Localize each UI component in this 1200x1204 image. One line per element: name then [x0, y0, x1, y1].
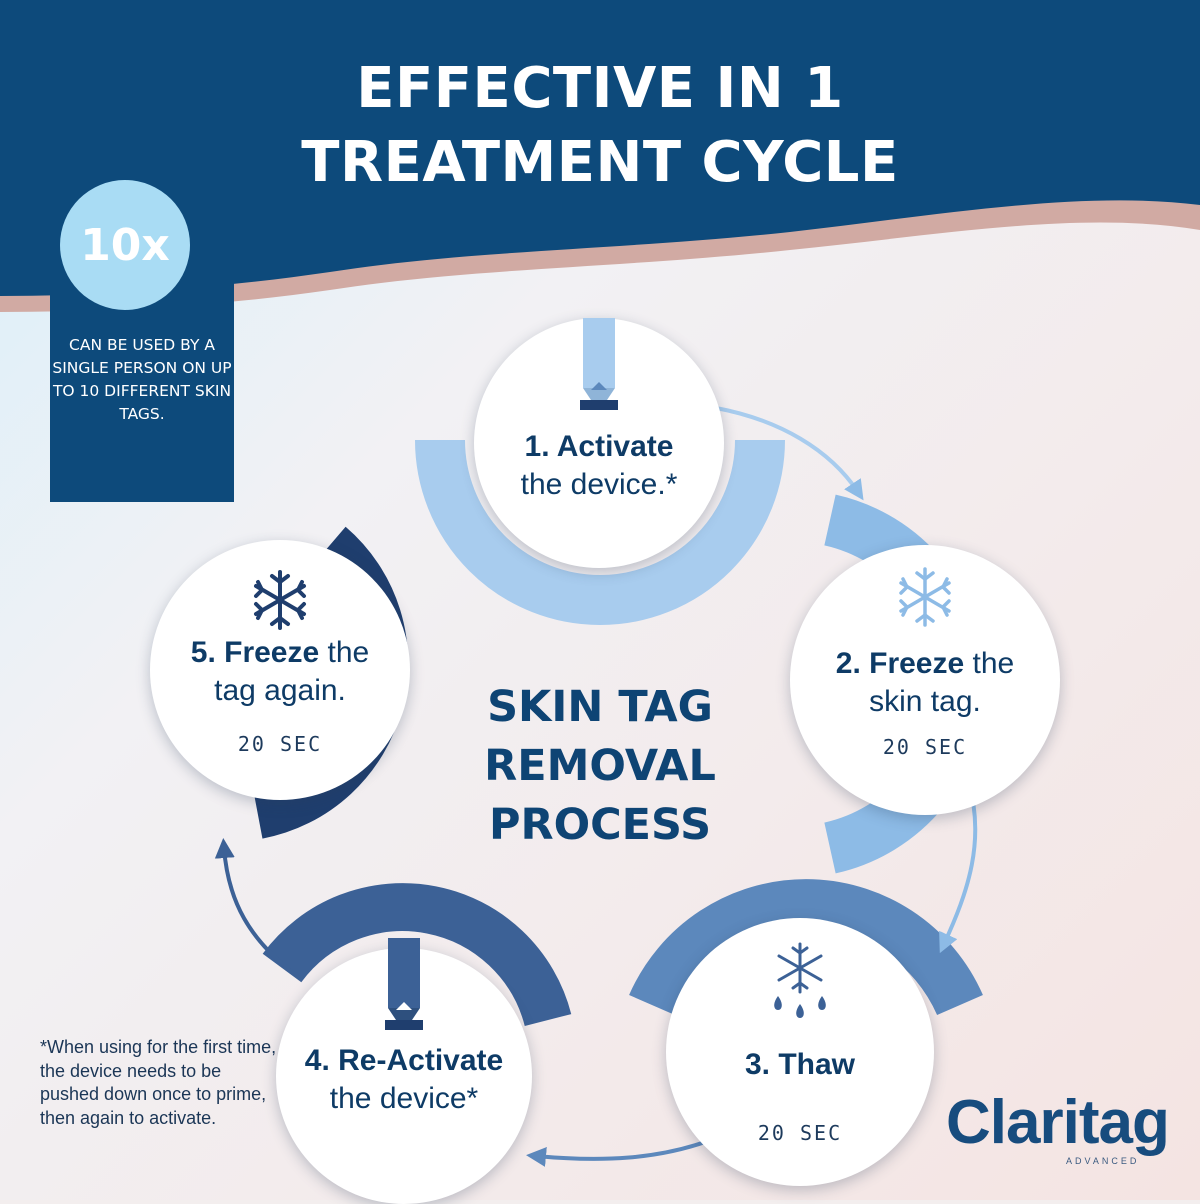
- step-2: 2. Freeze the skin tag. 20 SEC: [790, 545, 1060, 815]
- device-icon: [580, 318, 618, 410]
- step-4: 4. Re-Activate the device*: [276, 938, 532, 1204]
- step-1-text: the device.*: [520, 468, 678, 501]
- step-2-timer: 20 SEC: [882, 735, 968, 759]
- process-heading-line-3: PROCESS: [488, 800, 712, 850]
- page-title: EFFECTIVE IN 1 TREATMENT CYCLE: [0, 52, 1200, 200]
- title-line-1: EFFECTIVE IN 1: [356, 56, 844, 121]
- step-2-title: 2. Freeze: [835, 647, 965, 680]
- process-heading-line-1: SKIN TAG: [487, 682, 713, 732]
- step-2-text-a: the: [964, 647, 1015, 680]
- step-5: 5. Freeze the tag again. 20 SEC: [150, 540, 410, 800]
- step-2-text-b: skin tag.: [869, 685, 981, 718]
- device-icon: [385, 938, 423, 1030]
- step-5-text-b: tag again.: [214, 674, 346, 707]
- step-5-title: 5. Freeze: [190, 636, 320, 669]
- step-5-timer: 20 SEC: [237, 732, 323, 756]
- usage-count: 10x: [80, 219, 170, 271]
- brand-sub: ADVANCED: [1066, 1156, 1140, 1166]
- step-4-text: the device*: [329, 1082, 479, 1115]
- process-heading-line-2: REMOVAL: [484, 741, 716, 791]
- usage-badge: CAN BE USED BY A SINGLE PERSON ON UP TO …: [50, 258, 234, 502]
- footnote: *When using for the first time, the devi…: [40, 1037, 277, 1128]
- usage-badge-text: CAN BE USED BY A SINGLE PERSON ON UP TO …: [52, 336, 232, 423]
- process-heading: SKIN TAG REMOVAL PROCESS: [440, 678, 760, 855]
- thaw-icon: [774, 942, 826, 1018]
- step-1: 1. Activate the device.*: [474, 318, 724, 568]
- usage-count-circle: 10x: [60, 180, 190, 310]
- step-1-title: 1. Activate: [524, 430, 674, 463]
- brand-name: Claritag: [946, 1088, 1170, 1157]
- snowflake-icon: [254, 570, 306, 630]
- step-3-timer: 20 SEC: [757, 1121, 843, 1145]
- brand-logo: Claritag ADVANCED: [946, 1088, 1176, 1167]
- snowflake-icon: [899, 567, 951, 627]
- title-line-2: TREATMENT CYCLE: [301, 130, 899, 195]
- step-4-title: 4. Re-Activate: [304, 1044, 504, 1077]
- step-3: 3. Thaw 20 SEC: [666, 918, 934, 1186]
- step-3-title: 3. Thaw: [744, 1048, 856, 1081]
- step-5-text-a: the: [319, 636, 370, 669]
